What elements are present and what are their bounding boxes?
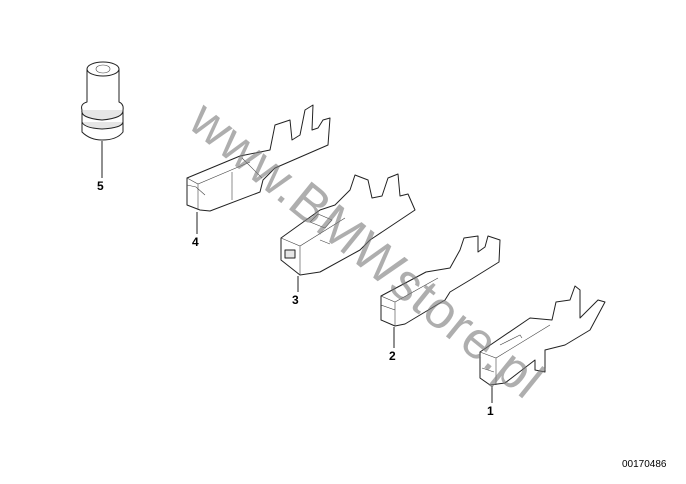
part-number-label[interactable]: 3 (292, 293, 299, 307)
part-5-seal[interactable] (81, 61, 124, 141)
part-number-label[interactable]: 1 (487, 404, 494, 418)
part-number-label[interactable]: 5 (97, 179, 104, 193)
part-4-terminal[interactable] (186, 104, 331, 212)
part-number-label[interactable]: 2 (389, 349, 396, 363)
drawing-code: 00170486 (622, 459, 667, 470)
part-1-terminal[interactable] (479, 285, 606, 386)
part-2-terminal[interactable] (380, 235, 501, 327)
part-number-label[interactable]: 4 (192, 235, 199, 249)
part-3-terminal[interactable] (280, 173, 416, 276)
